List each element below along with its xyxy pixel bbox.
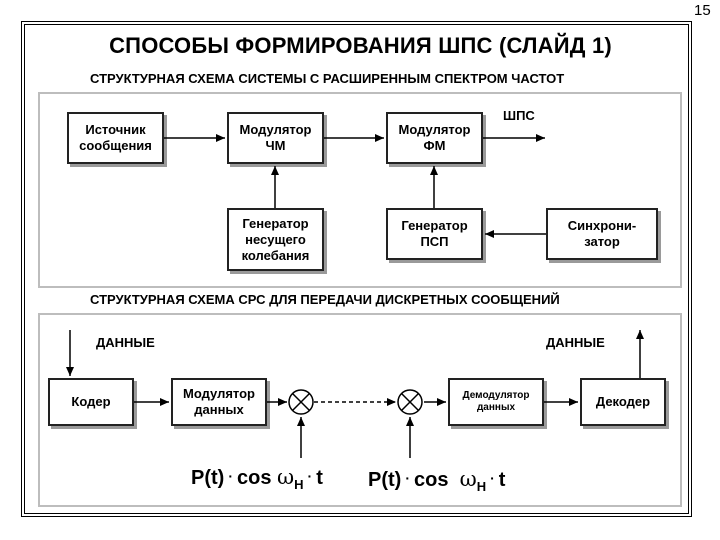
slide-frame bbox=[21, 21, 692, 517]
carrier-formula-tx: P(t)·cos ωН·t bbox=[191, 465, 323, 492]
top-section-title: СТРУКТУРНАЯ СХЕМА СИСТЕМЫ С РАСШИРЕННЫМ … bbox=[90, 71, 565, 86]
decoder-block: Декодер bbox=[580, 378, 666, 426]
mixer-tx-icon bbox=[288, 389, 314, 415]
data-input-label: ДАННЫЕ bbox=[96, 335, 155, 350]
source-block: Источник сообщения bbox=[67, 112, 164, 164]
top-panel bbox=[38, 92, 682, 288]
bottom-panel bbox=[38, 313, 682, 507]
carrier-generator-block: Генератор несущего колебания bbox=[227, 208, 324, 271]
fm-modulator-block: Модулятор ЧМ bbox=[227, 112, 324, 164]
carrier-formula-rx: P(t)·cos ωН·t bbox=[368, 467, 506, 494]
bottom-section-title: СТРУКТУРНАЯ СХЕМА СРС ДЛЯ ПЕРЕДАЧИ ДИСКР… bbox=[90, 292, 560, 307]
wideband-signal-label: ШПС bbox=[503, 108, 535, 123]
pm-modulator-block: Модулятор ФМ bbox=[386, 112, 483, 164]
mixer-rx-icon bbox=[397, 389, 423, 415]
data-demodulator-block: Демодулятор данных bbox=[448, 378, 544, 426]
coder-block: Кодер bbox=[48, 378, 134, 426]
slide-title: СПОСОБЫ ФОРМИРОВАНИЯ ШПС (СЛАЙД 1) bbox=[109, 33, 612, 58]
page-number: 15 bbox=[694, 2, 711, 19]
synchronizer-block: Синхрони- затор bbox=[546, 208, 658, 260]
data-modulator-block: Модулятор данных bbox=[171, 378, 267, 426]
data-output-label: ДАННЫЕ bbox=[546, 335, 605, 350]
prn-generator-block: Генератор ПСП bbox=[386, 208, 483, 260]
